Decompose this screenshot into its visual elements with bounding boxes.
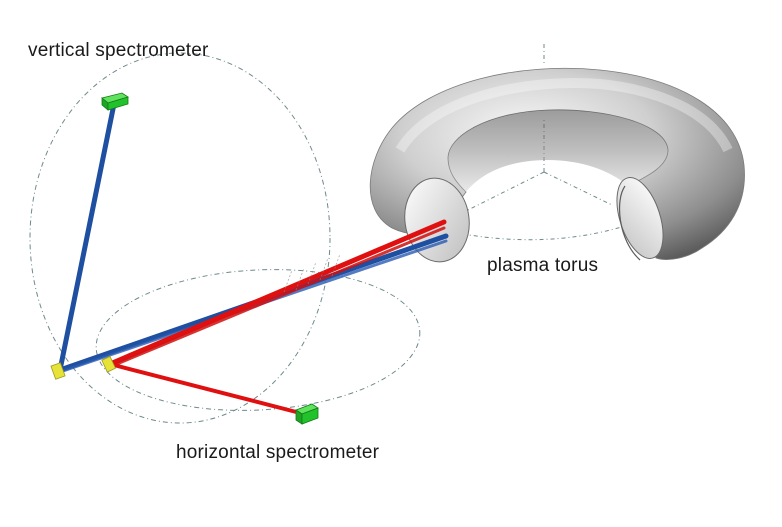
vertical-spectrometer-label: vertical spectrometer (28, 40, 209, 61)
vertical-crystal (50, 362, 66, 380)
horizontal-detector (295, 403, 319, 425)
horizontal-crystal (101, 355, 117, 373)
plasma-torus-label: plasma torus (487, 255, 599, 276)
horizontal-rowland-circle (95, 269, 421, 411)
vertical-beam-to-detector (57, 101, 117, 373)
horizontal-spectrometer-label: horizontal spectrometer (176, 442, 380, 463)
horizontal-beam-to-detector (108, 362, 306, 416)
plasma-torus (369, 67, 745, 263)
torus-inner-hole (448, 109, 668, 192)
rowland-circles (29, 52, 421, 424)
vertical-detector (101, 92, 129, 111)
torus-cut-face-left (404, 177, 470, 263)
horizontal-beam-to-plasma (107, 219, 447, 367)
vertical-rowland-circle (29, 52, 331, 424)
horizontal-spectrometer-beam (107, 219, 447, 416)
